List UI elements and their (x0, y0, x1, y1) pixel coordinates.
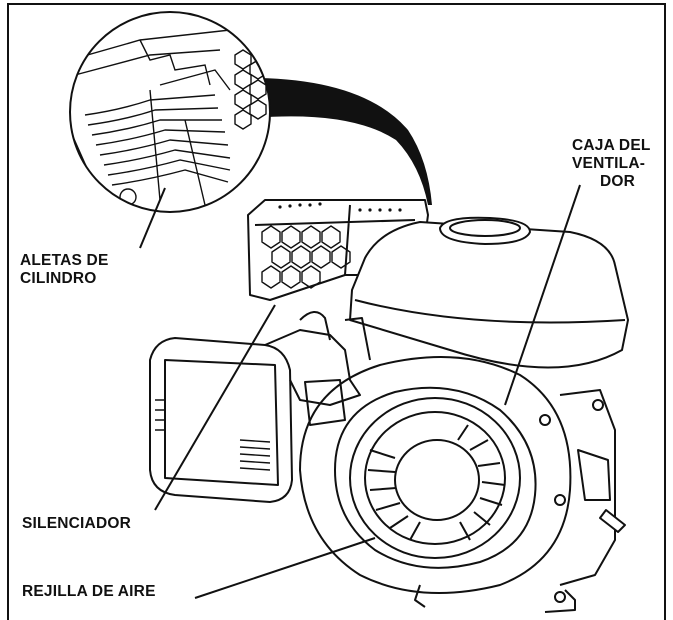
diagram-border (7, 3, 666, 620)
label-fan-housing-line2: VENTILA- (572, 155, 646, 172)
label-muffler: SILENCIADOR (22, 515, 131, 532)
air-filter-housing (149, 337, 293, 503)
leader-lines (139, 184, 581, 599)
magnifier-connector (252, 78, 432, 205)
label-fan-housing-line3: DOR (600, 173, 636, 190)
leader-cylinder-fins (139, 187, 166, 249)
label-cylinder-fins: ALETAS DE CILINDRO (20, 252, 109, 288)
leader-air-grille (194, 537, 376, 599)
label-air-grille: REJILLA DE AIRE (22, 583, 156, 600)
label-fan-housing: CAJA DEL VENTILA- DOR (572, 137, 651, 191)
cylinder-fins-zoom-circle (69, 11, 271, 213)
label-fan-housing-line1: CAJA DEL (572, 137, 651, 154)
engine-illustration (149, 199, 629, 613)
fuel-cap (439, 216, 531, 245)
leader-fan-housing (504, 184, 581, 406)
label-cylinder-fins-line2: CILINDRO (20, 270, 97, 287)
fan-housing (299, 356, 572, 594)
fuel-tank (349, 221, 629, 369)
air-grille (349, 397, 521, 559)
spark-plug (577, 449, 611, 501)
label-cylinder-fins-line1: ALETAS DE (20, 252, 109, 269)
leader-muffler (154, 304, 276, 511)
